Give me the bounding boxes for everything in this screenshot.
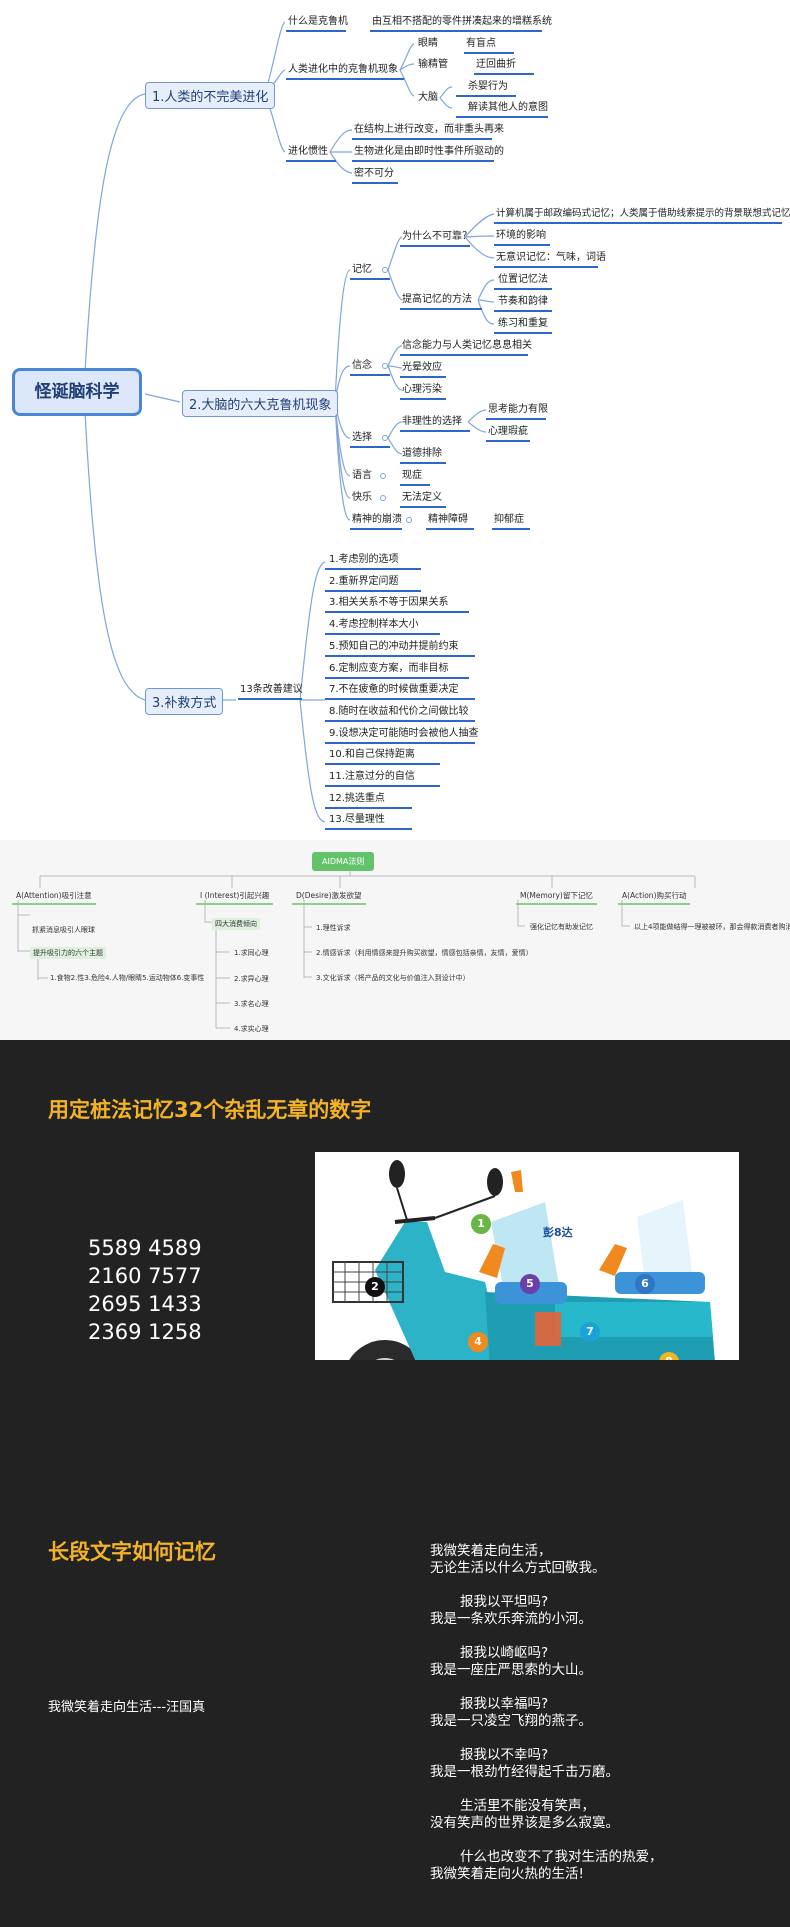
long-text-section: 长段文字如何记忆 我微笑着走向生活---汪国真 [0,1360,790,1927]
peg-section: 用定桩法记忆32个杂乱无章的数字 5589 4589 2160 7577 2695 … [0,1040,790,1436]
node-improve: 提高记忆的方法 [402,294,472,305]
aidma-interest: I (Interest)引起兴趣 [196,888,274,905]
aidma-i-c3: 2.求异心理 [234,975,269,983]
aidma-desire: D(Desire)激发欲望 [292,888,366,905]
peg-number-row: 5589 4589 [88,1236,202,1260]
peg-number-row: 2695 1433 [88,1292,202,1316]
node-contamination: 心理污染 [402,384,442,395]
branch-1: 1.人类的不完美进化 [145,82,276,109]
node-vas: 输精管 [418,59,448,70]
aidma-a-c3: 1.食物2.性3.危险4.人物/眼睛5.运动物体6.变事性 [50,974,205,982]
node-happiness: 快乐 [352,492,372,503]
node-env: 环境的影响 [496,230,546,241]
aidma-m-c1: 强化记忆有助发记忆 [530,923,593,931]
node-13-suggestions: 13条改善建议 [240,684,303,695]
aidma-i-c1: 四大消费倾向 [212,918,260,930]
mindmap-root: 怪诞脑科学 [12,368,142,416]
node-collapse: 精神的崩溃 [352,514,402,525]
suggestion-item: 7.不在疲惫的时候做重要决定 [329,684,459,696]
node-computer-memory: 计算机属于邮政编码式记忆；人类属于借助线索提示的背景联想式记忆 [496,208,790,219]
aidma-i-c5: 4.求实心理 [234,1025,269,1033]
node-language: 语言 [352,470,372,481]
aidma-i-c2: 1.求同心理 [234,949,269,957]
peg-badge-2: 2 [365,1277,385,1297]
suggestion-item: 2.重新界定问题 [329,575,399,587]
aidma-i-c4: 3.求名心理 [234,1000,269,1008]
suggestion-item: 13.尽量理性 [329,814,385,826]
peg-number-row: 2160 7577 [88,1264,202,1288]
suggestion-item: 6.定制应变方案，而非目标 [329,662,449,674]
suggestion-item: 11.注意过分的自信 [329,771,415,782]
node-choice: 选择 [352,432,372,443]
aidma-title: AIDMA法则 [312,852,375,871]
node-language-a: 现症 [402,470,422,481]
aidma-a-c2: 提升吸引力的六个主题 [30,947,106,959]
aidma-diagram: AIDMA法则 A(Attention)吸引注意 抓紧消息吸引人眼球 提升吸引力… [0,840,790,1040]
mind-map: 怪诞脑科学 1.人类的不完美进化 什么是克鲁机 由互相不搭配的零件拼凑起来的增糕… [0,0,790,840]
peg-badge-4: 4 [468,1332,488,1352]
node-brain: 大脑 [418,92,438,103]
peg-title: 用定桩法记忆32个杂乱无章的数字 [48,1098,372,1122]
node-eye: 眼睛 [418,38,438,49]
node-belief: 信念 [352,360,372,371]
node-infanticide: 杀婴行为 [468,81,508,92]
suggestion-item: 1.考虑别的选项 [329,554,399,565]
long-title: 长段文字如何记忆 [48,1540,216,1564]
aidma-d-c2: 2.情感诉求（利用情感来提升购买欲望，情感包括亲情，友情，爱情） [316,949,533,957]
suggestion-item: 3.相关关系不等于因果关系 [329,597,449,609]
node-depression: 抑郁症 [494,514,524,525]
peg-badge-6: 6 [635,1274,655,1294]
node-irrational: 非理性的选择 [402,416,462,427]
node-happiness-a: 无法定义 [402,492,442,503]
node-eye-blindspot: 有盲点 [466,38,496,49]
suggestion-item: 12.挑选重点 [329,792,385,804]
node-memory: 记忆 [352,264,372,275]
node-intent: 解读其他人的意图 [468,102,548,113]
node-halo: 光晕效应 [402,362,442,373]
node-inertia-c: 密不可分 [354,168,394,179]
node-moral: 道德排除 [402,448,442,459]
node-keluji: 什么是克鲁机 [288,16,348,27]
aidma-action: A(Action)购买行动 [618,888,691,905]
poem-caption: 我微笑着走向生活---汪国真 [48,1700,206,1715]
suggestion-item: 4.考虑控制样本大小 [329,619,419,631]
node-rhythm: 节奏和韵律 [498,296,548,307]
node-inertia: 进化惯性 [288,146,328,157]
peg-badge-5: 5 [520,1274,540,1294]
node-unconscious: 无意识记忆：气味，词语 [496,252,606,263]
node-inertia-b: 生物进化是由即时性事件所驱动的 [354,146,504,157]
aidma-memory: M(Memory)留下记忆 [516,888,597,905]
peg-badge-7: 7 [580,1322,600,1342]
aidma-d-c1: 1.理性诉求 [316,924,351,932]
node-why-unreliable: 为什么不可靠？ [402,231,472,242]
suggestion-item: 10.和自己保持距离 [329,749,415,761]
branch-3: 3.补救方式 [145,688,224,715]
node-vas-detour: 迂回曲折 [476,59,516,70]
brand-logo: 彭8达 [543,1226,573,1239]
node-practice: 练习和重复 [498,318,548,329]
suggestion-item: 8.随时在收益和代价之间做比较 [329,705,469,717]
suggestion-item: 5.预知自己的冲动并提前约束 [329,640,459,652]
aidma-act-c1: 以上4项能做结得一理被被环，那会得款消费者购消消费 [634,923,790,931]
poem-text: 我微笑着走向生活， 无论生活以什么方式回敬我。 报我以平坦吗? 我是一条欢乐奔流… [430,1543,663,1882]
aidma-a-c1: 抓紧消息吸引人眼球 [32,926,95,934]
node-flaw: 心理瑕疵 [488,426,528,437]
aidma-d-c3: 3.文化诉求（将产品的文化与价值注入到设计中） [316,974,470,982]
aidma-connectors [17,862,696,1029]
node-disorder: 精神障碍 [428,514,468,525]
aidma-attention: A(Attention)吸引注意 [12,888,96,905]
node-belief-a: 信念能力与人类记忆息息相关 [402,340,532,351]
node-limited: 思考能力有限 [488,404,548,415]
peg-badge-1: 1 [471,1214,491,1234]
suggestion-item: 9.设想决定可能随时会被他人抽查 [329,727,479,739]
peg-number-row: 2369 1258 [88,1320,202,1344]
node-loci: 位置记忆法 [498,274,548,285]
node-keluji-def: 由互相不搭配的零件拼凑起来的增糕系统 [372,16,552,27]
branch-2: 2.大脑的六大克鲁机现象 [182,390,339,417]
node-inertia-a: 在结构上进行改变，而非重头再来 [354,124,504,135]
node-evolution-phenomena: 人类进化中的克鲁机现象 [288,64,398,75]
